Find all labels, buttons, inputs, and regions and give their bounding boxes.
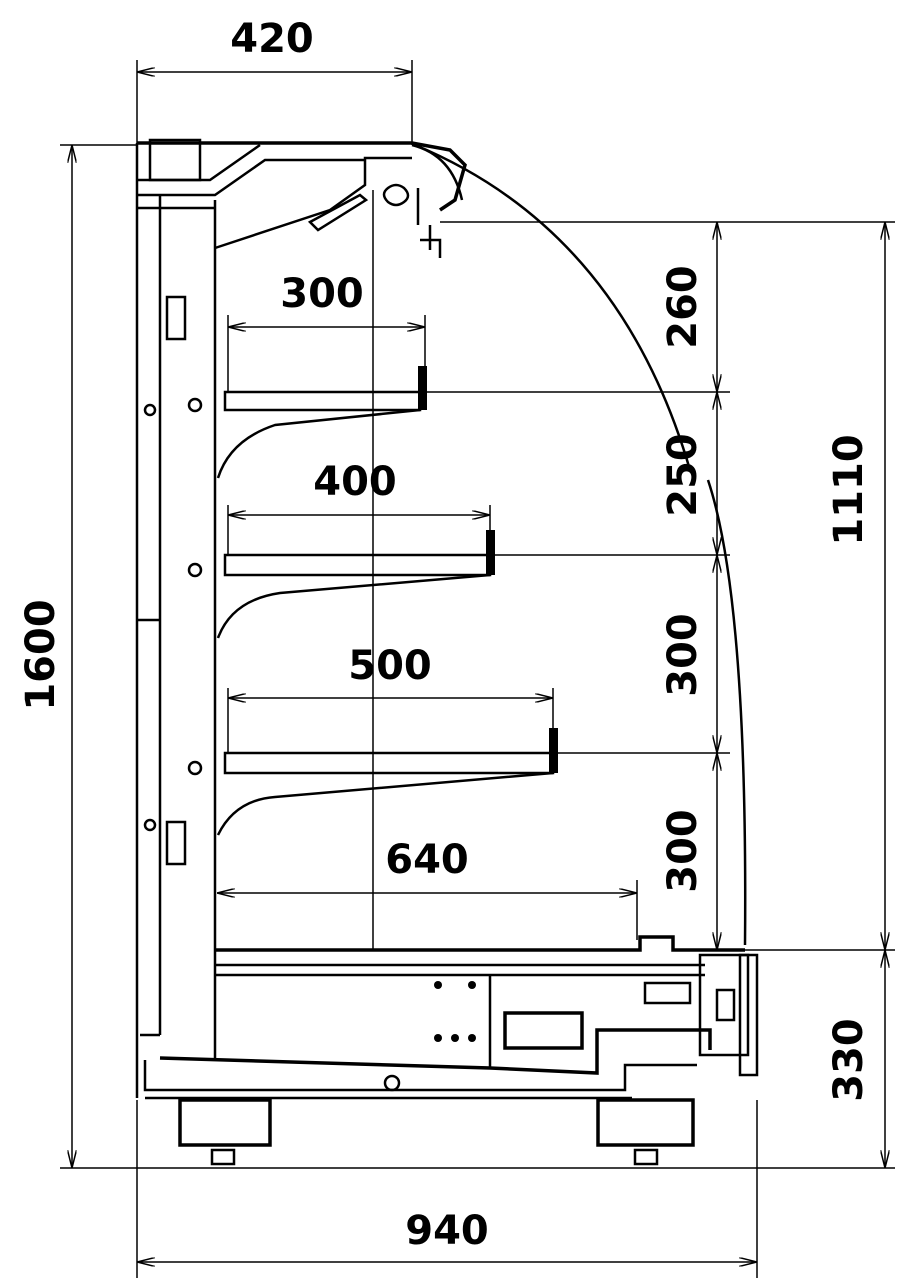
dim-gap-3: 300 bbox=[660, 613, 706, 697]
dimension-labels: 420 1600 940 300 400 500 640 260 250 300… bbox=[18, 16, 872, 1254]
dim-base-deck: 640 bbox=[385, 837, 469, 883]
extension-lines bbox=[60, 60, 895, 1278]
dim-total-depth: 940 bbox=[405, 1208, 489, 1254]
base-unit bbox=[140, 935, 759, 1166]
dim-top-depth: 420 bbox=[230, 16, 314, 62]
dim-base-height: 330 bbox=[826, 1018, 872, 1102]
dim-shelf-2: 400 bbox=[313, 459, 397, 505]
shelves bbox=[187, 366, 558, 836]
shelf-1 bbox=[187, 366, 427, 479]
glass-front bbox=[414, 143, 692, 471]
dimension-lines bbox=[72, 72, 885, 1262]
dim-shelf-3: 500 bbox=[348, 643, 432, 689]
dim-display-height: 1110 bbox=[826, 434, 872, 545]
shelf-2 bbox=[187, 530, 495, 639]
dim-gap-1: 260 bbox=[660, 265, 706, 349]
dim-gap-2: 250 bbox=[660, 433, 706, 517]
dim-gap-4: 300 bbox=[660, 809, 706, 893]
shelf-3 bbox=[187, 728, 558, 836]
dim-shelf-1: 300 bbox=[280, 271, 364, 317]
dim-total-height: 1600 bbox=[18, 599, 64, 710]
cabinet-body bbox=[135, 138, 747, 1098]
